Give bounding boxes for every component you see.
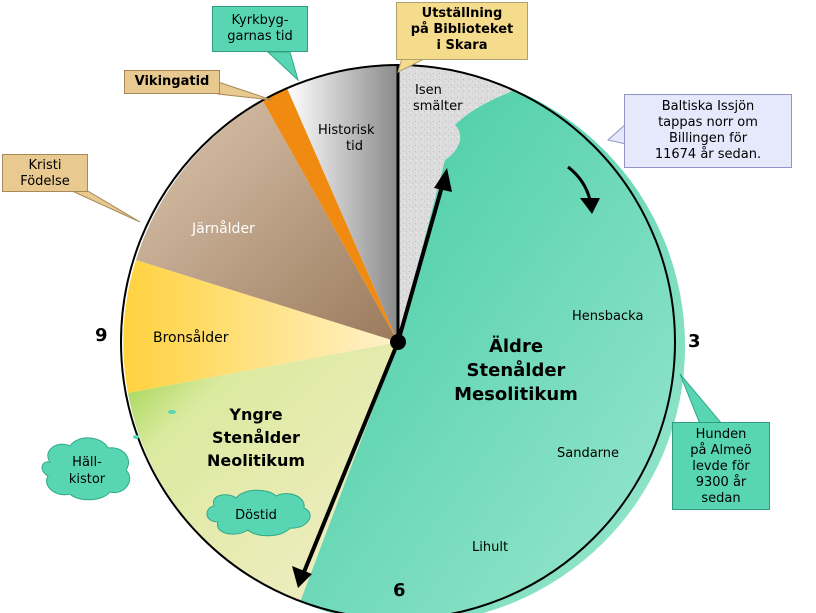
callout-utstallning-line-3: i Skara <box>436 38 488 53</box>
clock-number-3: 3 <box>688 331 701 352</box>
label-yngre: Yngre <box>228 405 282 424</box>
sector-jarnalder <box>136 101 398 342</box>
callout-kyrkbyggarnas-line-2: garnas tid <box>227 29 293 44</box>
callout-kristi-line-2: Födelse <box>20 174 70 189</box>
label-neolitikum: Neolitikum <box>207 451 305 470</box>
pointer-vikingatid <box>217 81 273 101</box>
pointer-kristi <box>69 189 141 223</box>
pointer-kyrkbyggarnas <box>266 51 299 82</box>
sector-aldre-stenalder <box>300 90 686 613</box>
callout-baltiska-line-2: tappas norr om <box>658 115 758 130</box>
clock-number-6: 6 <box>393 580 406 601</box>
callout-hunden-line-3: levde för <box>692 459 750 474</box>
label-aldre: Äldre <box>489 335 543 357</box>
hand-to-ice <box>396 182 445 343</box>
callout-kristi-line-1: Kristi <box>28 158 62 173</box>
label-bronsalder: Bronsålder <box>153 329 229 346</box>
callout-vikingatid: Vikingatid <box>124 70 220 94</box>
label-tid: tid <box>346 139 363 154</box>
rotation-arrow-head <box>580 198 600 214</box>
label-mesolitikum: Mesolitikum <box>454 384 578 405</box>
callout-kyrkbyggarnas-line-1: Kyrkbyg- <box>231 13 289 28</box>
callout-hunden-line-1: Hunden <box>695 427 747 442</box>
hand-to-six-head <box>292 566 312 588</box>
place-dostid: Döstid <box>235 508 277 523</box>
clock-number-9: 9 <box>95 325 108 346</box>
speckle <box>133 435 139 439</box>
place-lihult: Lihult <box>472 540 508 555</box>
hallkistor-cloud <box>41 437 131 501</box>
sector-bronsalder <box>123 260 399 393</box>
label-historisk: Historisk <box>318 123 375 138</box>
callout-utstallning: Utställning på Biblioteket i Skara <box>396 2 528 60</box>
hand-to-six <box>302 341 400 573</box>
callout-baltiska-line-3: Billingen för <box>668 131 748 146</box>
hallkistor-line-2: kistor <box>69 472 106 487</box>
pointer-hunden <box>679 373 724 425</box>
callout-hunden-line-5: sedan <box>701 491 741 506</box>
callout-utstallning-line-1: Utställning <box>421 6 503 21</box>
callout-kristi: Kristi Födelse <box>2 154 88 192</box>
sector-vikingatid <box>263 88 398 342</box>
hand-to-ice-head <box>434 168 452 192</box>
label-isen: Isen <box>415 83 442 98</box>
place-sandarne: Sandarne <box>557 446 619 461</box>
dostid-cloud <box>206 489 311 537</box>
clock-center <box>390 334 406 350</box>
speckle <box>168 410 176 414</box>
callout-hunden: Hunden på Almeö levde för 9300 år sedan <box>672 422 770 510</box>
label-jarnalder: Järnålder <box>191 220 255 237</box>
callout-vikingatid-label: Vikingatid <box>134 74 210 89</box>
hallkistor-line-1: Häll- <box>72 455 102 470</box>
label-smalter: smälter <box>413 99 463 114</box>
callout-hunden-line-2: på Almeö <box>690 443 752 458</box>
callout-hunden-line-4: 9300 år <box>695 475 747 490</box>
label-yngre-stenalder: Stenålder <box>212 428 300 447</box>
callout-kyrkbyggarnas: Kyrkbyg- garnas tid <box>212 6 308 52</box>
callout-utstallning-line-2: på Biblioteket <box>410 22 514 37</box>
sector-yngre-stenalder <box>128 342 398 602</box>
callout-baltiska-line-4: 11674 år sedan. <box>654 147 762 162</box>
rotation-arrow <box>567 165 592 201</box>
sector-historisk-tid <box>287 64 398 342</box>
place-hensbacka: Hensbacka <box>572 309 643 324</box>
label-aldre-stenalder: Stenålder <box>467 359 566 381</box>
callout-baltiska-line-1: Baltiska Issjön <box>661 99 755 114</box>
callout-baltiska: Baltiska Issjön tappas norr om Billingen… <box>624 94 792 168</box>
